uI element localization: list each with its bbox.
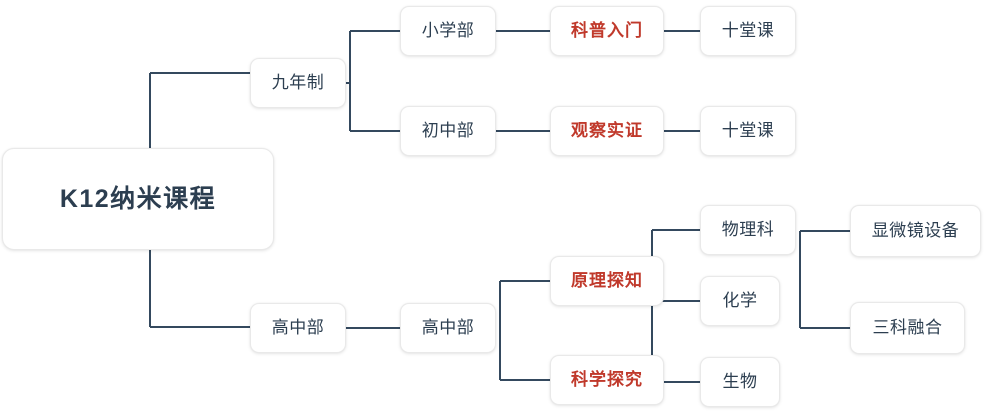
node-ten-classes-junior[interactable]: 十堂课 (700, 106, 796, 156)
node-three-subject-fusion[interactable]: 三科融合 (850, 302, 965, 354)
node-junior-division[interactable]: 初中部 (400, 106, 496, 156)
node-principle-exploration[interactable]: 原理探知 (550, 256, 664, 306)
node-primary-division[interactable]: 小学部 (400, 6, 496, 56)
node-senior-division-detail[interactable]: 高中部 (400, 303, 496, 353)
node-scientific-inquiry[interactable]: 科学探究 (550, 355, 664, 405)
node-senior-division[interactable]: 高中部 (250, 303, 346, 353)
node-nine-year[interactable]: 九年制 (250, 58, 346, 108)
node-root[interactable]: K12纳米课程 (2, 148, 274, 250)
node-ten-classes-primary[interactable]: 十堂课 (700, 6, 796, 56)
node-observation-proof[interactable]: 观察实证 (550, 106, 664, 156)
node-microscope-equipment[interactable]: 显微镜设备 (850, 205, 981, 257)
node-chemistry[interactable]: 化学 (700, 276, 780, 326)
node-science-intro[interactable]: 科普入门 (550, 6, 664, 56)
node-physics[interactable]: 物理科 (700, 205, 796, 255)
node-biology[interactable]: 生物 (700, 357, 780, 407)
